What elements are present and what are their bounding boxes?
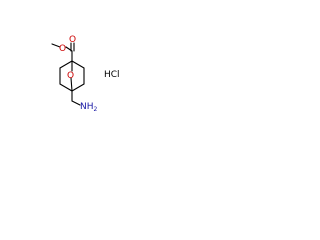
ester-group [51,42,75,62]
bond-methyl-oxygen [51,43,61,48]
structure-diagram: O O O NH2 HCl [0,0,152,152]
amine-subscript: 2 [94,106,98,113]
amine-label: NH2 [80,102,98,113]
bond-right-lower [71,83,85,92]
bicyclic-cage [59,60,85,92]
aminomethyl-group [71,90,81,106]
amine-nh-text: NH [80,102,94,112]
bond-left-lower [59,83,73,92]
ester-oxygen-label: O [59,44,66,54]
bond-ch2-nitrogen [71,100,81,106]
ring-oxygen-label: O [67,71,74,81]
carbonyl-oxygen-label: O [69,35,76,45]
bond-top-left [59,60,73,69]
bond-bridge-oxygen-to-bottom [70,77,73,92]
molecule-svg: O O O NH2 HCl [51,35,120,113]
bond-top-right [71,60,85,69]
hcl-counter-ion: HCl [104,70,120,80]
